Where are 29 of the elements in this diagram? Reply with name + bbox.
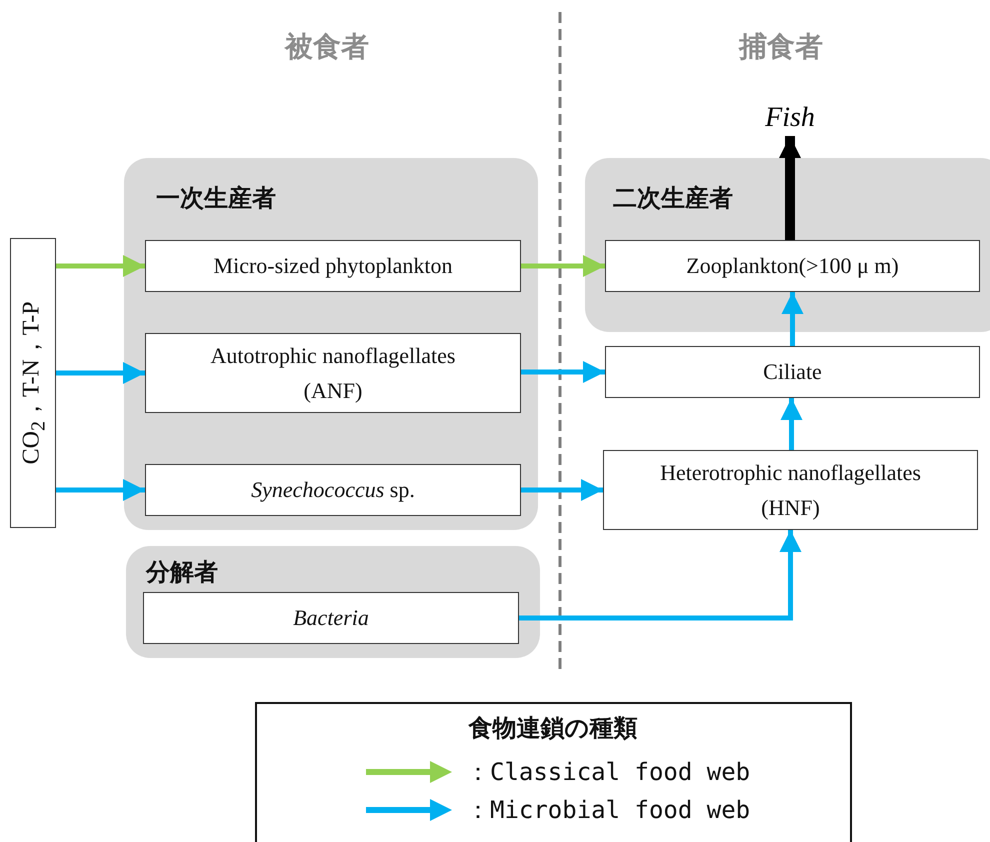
arrow	[521, 255, 605, 277]
arrow	[56, 362, 145, 384]
arrow	[56, 479, 145, 501]
process-box: Heterotrophic nanoflagellates (HNF)	[603, 450, 978, 530]
group-heading: 一次生産者	[156, 183, 276, 214]
group-panel	[126, 546, 540, 658]
process-box: Micro-sized phytoplankton	[145, 240, 521, 292]
process-box: Zooplankton(>100 μ m)	[605, 240, 980, 292]
legend-text: ：Classical food web	[466, 757, 750, 788]
group-panel	[124, 158, 538, 530]
column-heading: 被食者	[285, 29, 369, 65]
group-heading: 分解者	[146, 557, 218, 588]
arrow	[780, 398, 802, 450]
arrow	[521, 361, 605, 383]
process-box: Synechococcus sp.	[145, 464, 521, 516]
node-label: Fish	[755, 100, 825, 136]
legend-title: 食物連鎖の種類	[468, 713, 638, 744]
arrow	[521, 479, 603, 501]
process-box: Bacteria	[143, 592, 519, 644]
group-heading: 二次生産者	[613, 183, 733, 214]
group-panel	[585, 158, 990, 332]
arrow	[779, 136, 801, 240]
arrow	[519, 530, 802, 620]
column-heading: 捕食者	[739, 29, 823, 65]
arrow	[782, 292, 804, 346]
arrow	[56, 255, 145, 277]
process-box: Autotrophic nanoflagellates (ANF)	[145, 333, 521, 413]
process-box: Ciliate	[605, 346, 980, 398]
legend-text: ：Microbial food web	[466, 795, 750, 826]
